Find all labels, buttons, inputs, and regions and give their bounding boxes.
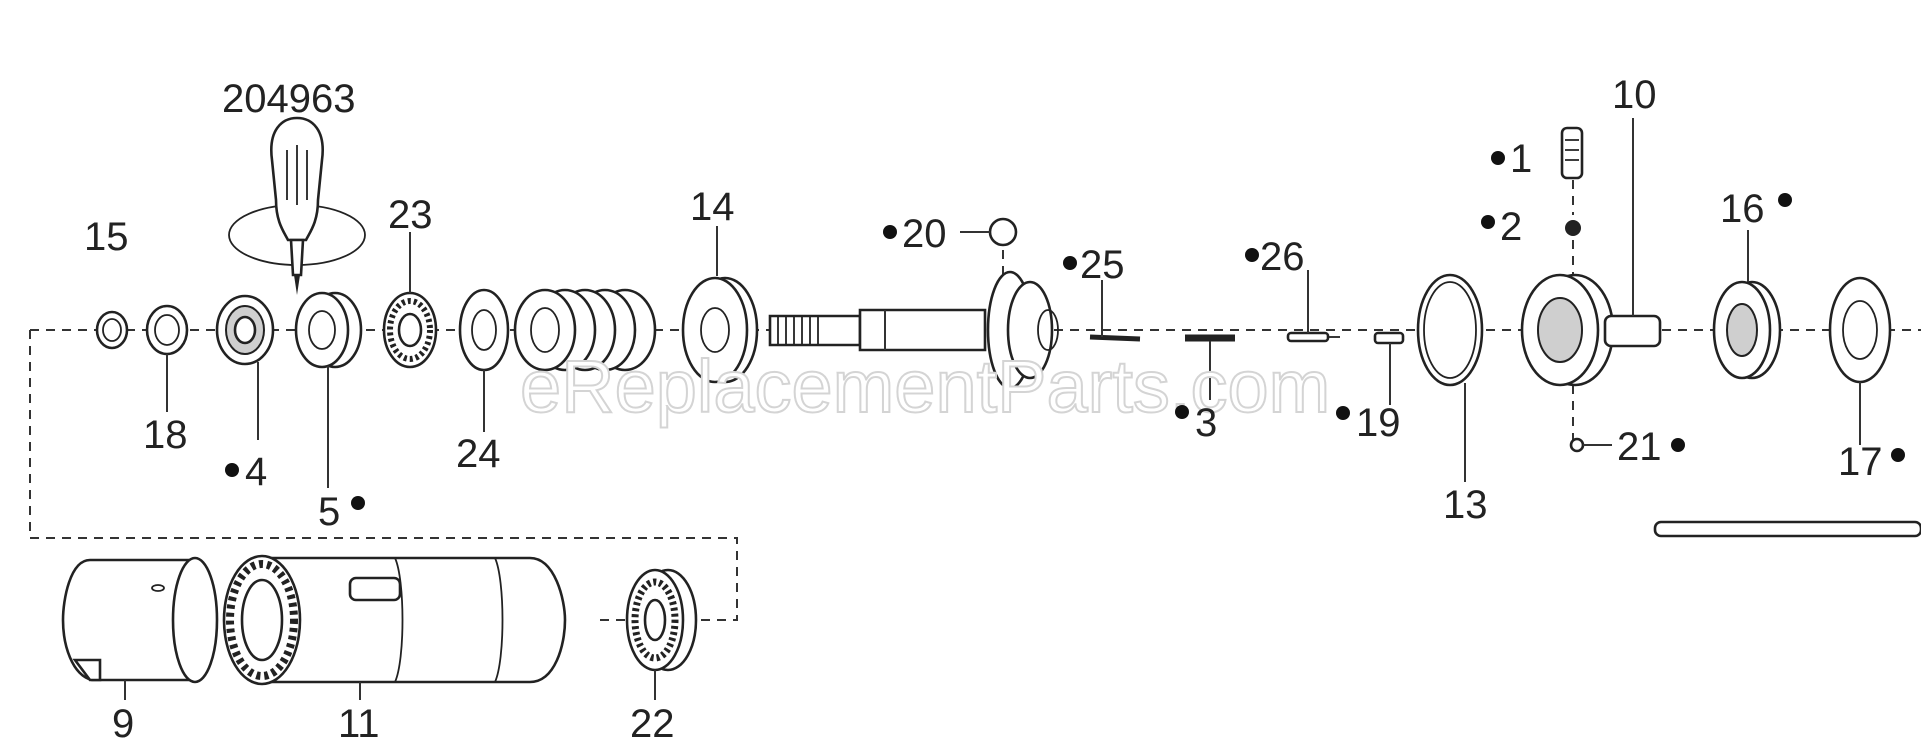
bullet-4 [225,463,239,477]
label-part-13: 13 [1443,483,1488,527]
spindle-shaft [768,270,1059,390]
label-part-3: 3 [1195,401,1217,445]
bullet-1 [1491,151,1505,165]
label-part-22: 22 [630,702,675,746]
label-part-15: 15 [84,215,129,259]
label-part-9: 9 [112,702,134,746]
label-part-25: 25 [1080,243,1125,287]
bullet-2 [1481,215,1495,229]
part-19-pin [1373,331,1405,405]
label-part-19: 19 [1356,401,1401,445]
label-part-11: 11 [338,702,380,746]
label-tool-204963: 204963 [222,77,355,121]
bullet-26 [1245,248,1259,262]
bullet-5 [351,496,365,510]
part-16-bushing [1712,230,1782,380]
part-24-washer [458,288,510,432]
label-part-20: 20 [902,212,947,256]
bullet-19 [1336,406,1350,420]
part-14-thrust-washer [681,226,759,384]
bullet-17 [1891,448,1905,462]
bullet-25 [1063,256,1077,270]
watermark-text: eReplacementParts.com [520,345,1330,428]
part-11-housing [222,554,567,700]
part-3-pin [1185,334,1235,400]
label-part-16: 16 [1720,187,1765,231]
part-26-push-rod [1286,270,1340,343]
label-part-14: 14 [690,185,735,229]
part-9-sleeve [61,556,219,700]
part-17-washer [1828,276,1892,445]
part-4-race [215,294,275,440]
part-15-oring [95,310,129,350]
label-part-10: 10 [1612,73,1657,117]
part-2-ball [1565,220,1581,236]
label-part-24: 24 [456,432,501,476]
part-25-pin [1089,280,1141,342]
part-labels: 204963 15 18 4 5 23 24 14 20 25 26 3 19 … [84,73,1883,746]
part-21-ball [1569,437,1612,453]
bullet-markers [225,151,1905,510]
part-5-collar [294,291,363,488]
part-22-bearing [625,568,698,700]
clutch-spring [513,288,657,372]
part-23-thrust-bearing [382,232,438,369]
part-18-retaining-ring [145,304,189,412]
long-rod [1653,520,1921,538]
tool-204963-screwdriver [228,116,366,295]
part-10-housing [1520,118,1662,387]
part-20-ball [960,217,1018,247]
part-1-set-screw [1560,126,1584,180]
part-13-oring [1416,273,1484,482]
label-part-17: 17 [1838,440,1883,484]
bullet-20 [883,225,897,239]
label-part-21: 21 [1617,425,1662,469]
label-part-2: 2 [1500,205,1522,249]
label-part-5: 5 [318,490,340,534]
label-part-18: 18 [143,413,188,457]
label-part-23: 23 [388,193,433,237]
label-part-4: 4 [245,450,267,494]
bullet-16 [1778,193,1792,207]
bullet-21 [1671,438,1685,452]
bullet-3 [1175,405,1189,419]
label-part-26: 26 [1260,235,1305,279]
label-part-1: 1 [1510,137,1532,181]
